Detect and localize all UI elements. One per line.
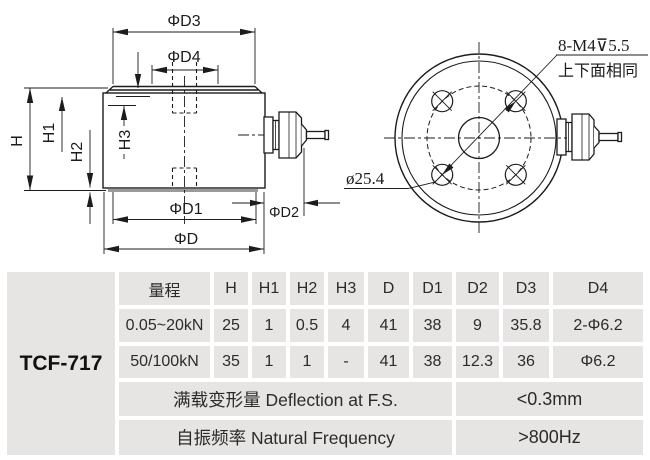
dim-label-h1: H1 [41, 123, 58, 144]
cable-gland-side [263, 111, 330, 159]
table-cell: - [328, 346, 364, 378]
col-header-d: D [368, 272, 409, 305]
model-name: TCF-717 [7, 272, 115, 455]
hidden-bottom-hole [171, 167, 198, 188]
top-cap [105, 85, 263, 94]
col-header-h1: H1 [252, 272, 286, 305]
dim-d3: ΦD3 [112, 13, 256, 84]
table-cell: 36 [503, 346, 549, 378]
table-cell: 12.3 [456, 346, 499, 378]
dim-label-d4: ΦD4 [167, 49, 200, 66]
dim-label-d1: ΦD1 [169, 201, 202, 218]
thread-note: 8-M4⊽5.5 [558, 36, 629, 55]
table-cell: 2-Φ6.2 [553, 309, 643, 342]
table-cell: 41 [368, 346, 409, 378]
col-header-h3: H3 [328, 272, 364, 305]
table-cell: 41 [368, 309, 409, 342]
dim-label-h2: H2 [69, 142, 86, 163]
col-header-d3: D3 [503, 272, 549, 305]
dim-d4: ΦD4 [151, 49, 219, 84]
faces-note: 上下面相同 [558, 62, 638, 80]
col-header-range: 量程 [119, 272, 210, 305]
dim-bolt-circle: 8-M4⊽5.5 上下面相同 ø25.4 [344, 36, 648, 189]
dim-label-h: H [9, 135, 26, 147]
table-cell: 35.8 [503, 309, 549, 342]
table-cell: 1 [252, 346, 286, 378]
table-cell: 50/100kN [119, 346, 210, 378]
dim-h2: H2 [69, 130, 94, 224]
frequency-label: 自振频率 Natural Frequency [119, 420, 452, 455]
dim-h: H [9, 87, 108, 191]
table-cell: 38 [413, 346, 452, 378]
hidden-top-hole [171, 62, 198, 114]
table-cell: 0.05~20kN [119, 309, 210, 342]
dim-d2: ΦD2 [232, 148, 340, 221]
table-cell: 0.5 [290, 309, 324, 342]
deflection-value: <0.3mm [456, 382, 643, 416]
dim-d1: ΦD1 [112, 192, 257, 224]
dim-d: ΦD [103, 192, 265, 254]
col-header-d1: D1 [413, 272, 452, 305]
dim-label-h3: H3 [117, 130, 134, 151]
frequency-value: >800Hz [456, 420, 643, 455]
table-cell: 9 [456, 309, 499, 342]
cable-gland-front [556, 113, 623, 161]
side-view: ΦD3 ΦD4 H [9, 13, 340, 254]
table-cell: 25 [214, 309, 248, 342]
table-cell: 35 [214, 346, 248, 378]
dim-label-d3: ΦD3 [167, 13, 200, 30]
col-header-d4: D4 [553, 272, 643, 305]
col-header-h2: H2 [290, 272, 324, 305]
table-cell: 1 [252, 309, 286, 342]
deflection-label: 满载变形量 Deflection at F.S. [119, 382, 452, 416]
col-header-h: H [214, 272, 248, 305]
dim-h1: H1 [41, 52, 150, 152]
technical-drawing: ΦD3 ΦD4 H [9, 13, 648, 254]
inner-circle [401, 60, 557, 216]
table-cell: Φ6.2 [553, 346, 643, 378]
dim-label-d2: ΦD2 [269, 205, 299, 221]
dim-h3: H3 [108, 105, 136, 159]
table-cell: 1 [290, 346, 324, 378]
col-header-d2: D2 [456, 272, 499, 305]
front-view: 8-M4⊽5.5 上下面相同 ø25.4 [344, 36, 648, 234]
spec-table: TCF-717 量程 H H1 H2 H3 D D1 D2 D3 D4 0.05… [7, 272, 643, 455]
table-cell: 38 [413, 309, 452, 342]
dim-label-d: ΦD [174, 231, 198, 248]
bolt-circle-dia-label: ø25.4 [346, 169, 385, 188]
table-cell: 4 [328, 309, 364, 342]
